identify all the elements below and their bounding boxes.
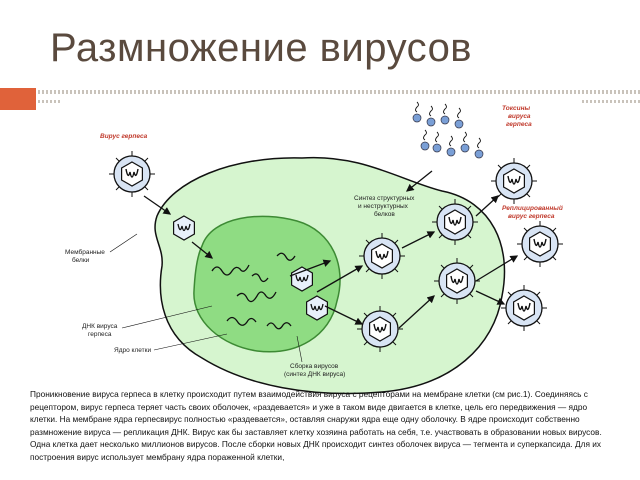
label-replicated-1: Реплицированный	[502, 204, 563, 212]
capsid-assembled-1	[290, 266, 314, 292]
label-virus-dna-2: герпеса	[88, 331, 112, 338]
title-divider	[38, 90, 640, 94]
slide-title: Размножение вирусов	[50, 26, 473, 70]
capsid-assembled-2	[305, 295, 329, 321]
naked-capsid-entering	[172, 215, 196, 241]
title-accent-bar	[0, 88, 36, 110]
virion-released-1	[490, 157, 538, 205]
slide-caption-text: Проникновение вируса герпеса в клетку пр…	[30, 389, 602, 462]
label-replicated-2: вирус герпеса	[508, 213, 555, 220]
label-membrane-proteins: Мембранные	[65, 248, 105, 256]
label-toxins-1: Токсины	[502, 105, 530, 112]
virion-released-3	[500, 284, 548, 332]
label-toxins-2: вируса	[508, 113, 531, 120]
virion-released-2	[516, 220, 564, 268]
label-synthesis-1: Синтез структурных	[354, 195, 415, 202]
label-synthesis-3: белков	[374, 210, 395, 218]
label-assembly-2: (синтез ДНК вируса)	[284, 371, 345, 378]
herpes-virus-virion-incoming	[108, 150, 156, 198]
cell-nucleus	[193, 215, 341, 353]
label-toxins-3: герпеса	[506, 121, 532, 128]
virus-toxins	[412, 101, 484, 159]
label-synthesis-2: и неструктурных	[358, 203, 409, 210]
virus-replication-diagram: Вирус герпеса Мембранные белки Токсины в…	[62, 96, 582, 396]
label-cell-nucleus: Ядро клетки	[114, 347, 151, 354]
label-assembly-1: Сборка вирусов	[290, 362, 339, 370]
label-herpes-virus: Вирус герпеса	[100, 133, 148, 140]
label-membrane-proteins-2: белки	[72, 256, 90, 264]
label-virus-dna-1: ДНК вируса	[82, 323, 118, 330]
